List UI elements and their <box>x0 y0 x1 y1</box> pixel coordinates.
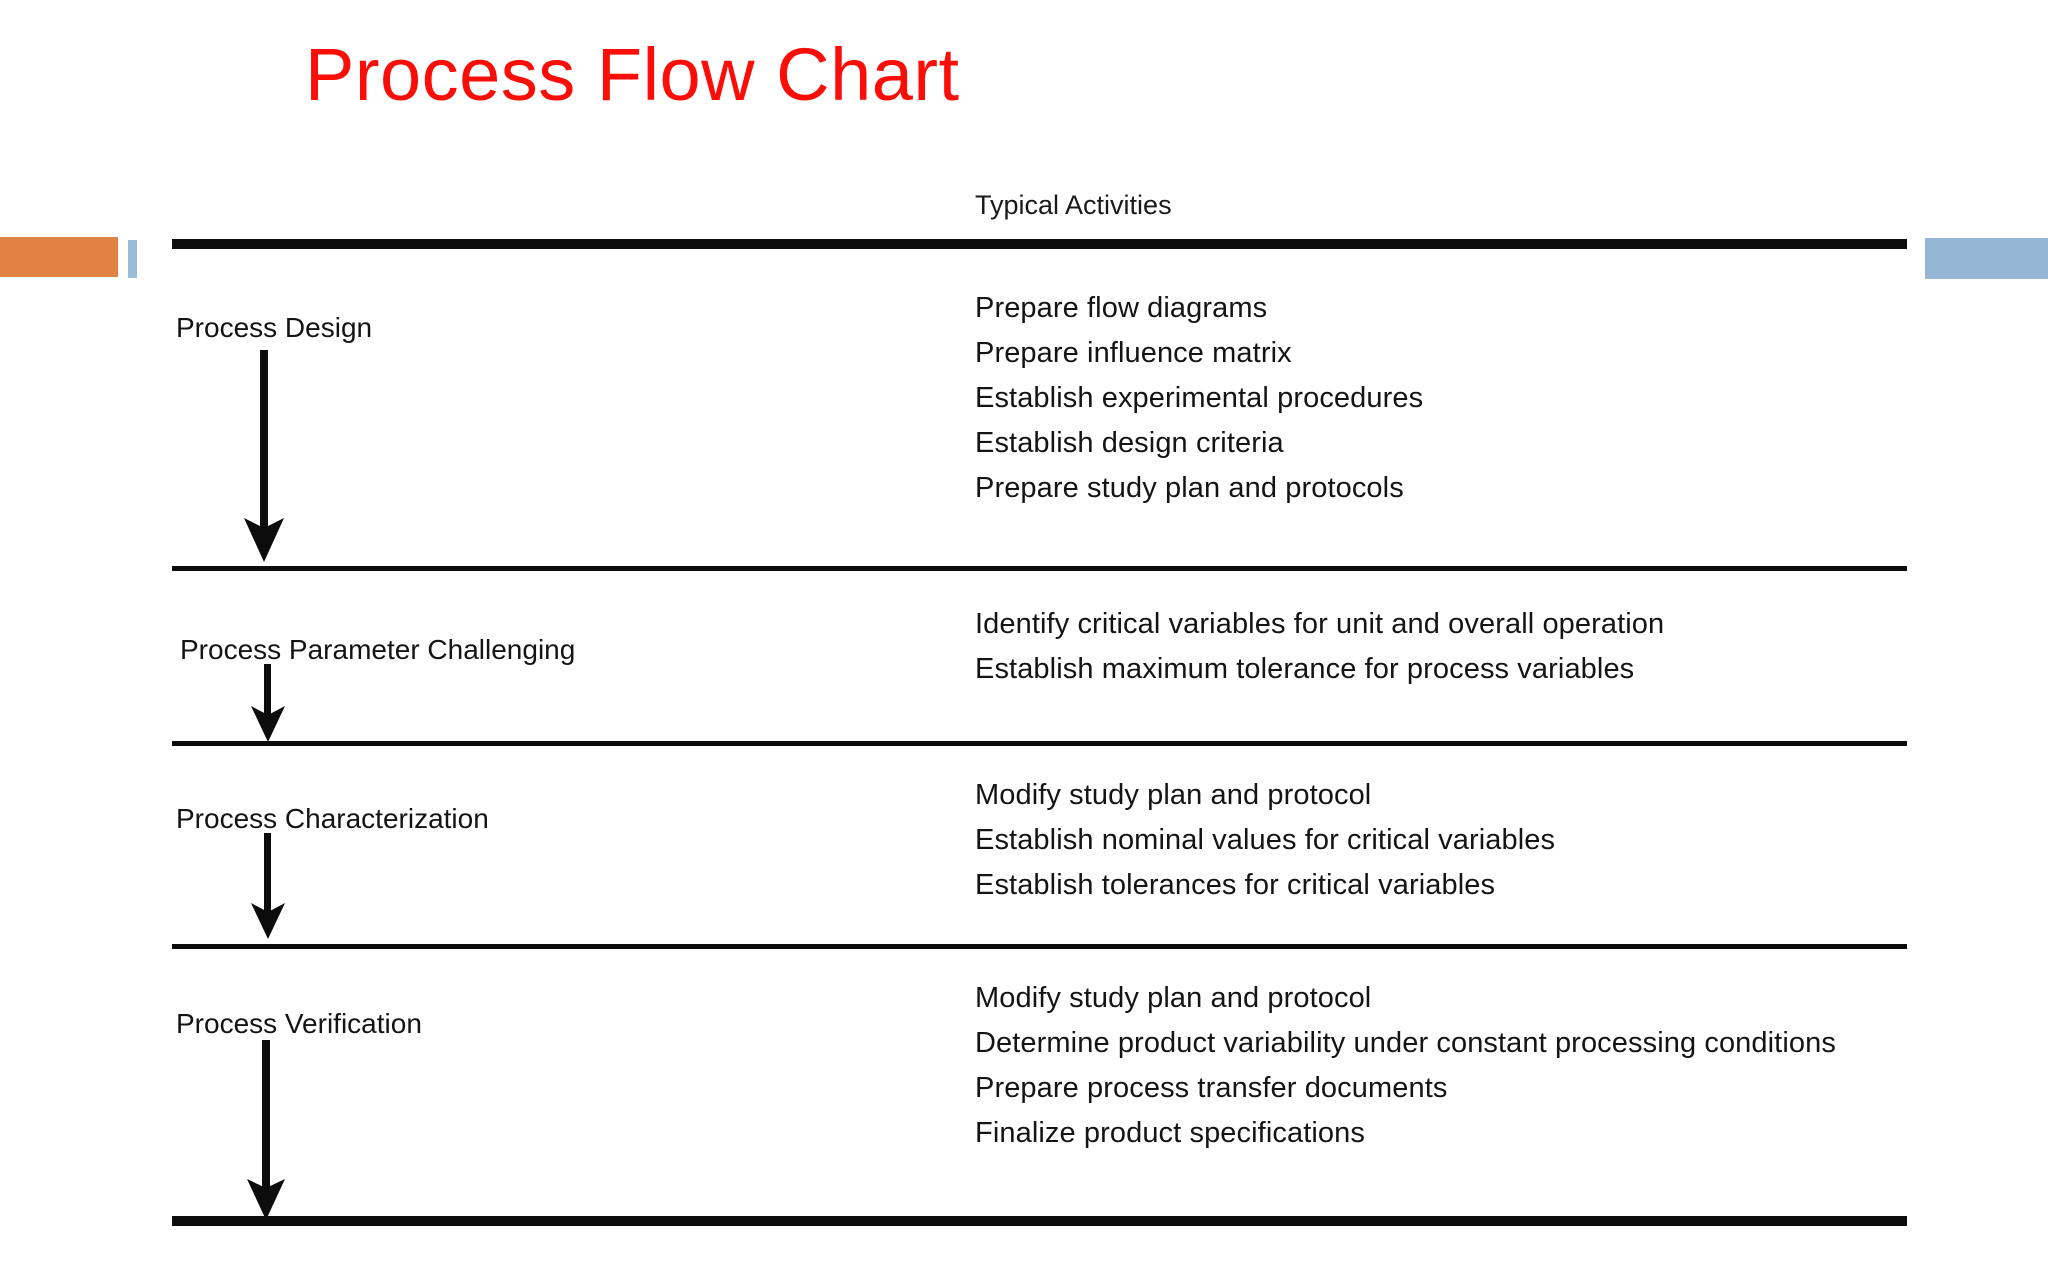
flow-arrow-down-2 <box>248 664 288 742</box>
activity-item: Determine product variability under cons… <box>975 1027 1836 1059</box>
divider-after-process-design <box>172 566 1907 571</box>
activity-item: Modify study plan and protocol <box>975 982 1372 1014</box>
activities-process-parameter-challenging: Identify critical variables for unit and… <box>975 608 1664 698</box>
activity-item: Prepare flow diagrams <box>975 292 1268 324</box>
divider-bottom <box>172 1216 1907 1226</box>
activities-process-design: Prepare flow diagrams Prepare influence … <box>975 292 1423 517</box>
stage-label-process-verification: Process Verification <box>176 1008 422 1039</box>
stage-label-process-characterization: Process Characterization <box>176 803 489 834</box>
page-title: Process Flow Chart <box>305 33 960 116</box>
flow-arrow-down-1 <box>240 350 288 562</box>
divider-after-process-parameter-challenging <box>172 741 1907 746</box>
activity-item: Establish maximum tolerance for process … <box>975 653 1635 685</box>
activity-item: Establish design criteria <box>975 427 1284 459</box>
accent-bar-blue-right <box>1925 238 2048 279</box>
activity-item: Prepare influence matrix <box>975 337 1292 369</box>
activity-item: Prepare process transfer documents <box>975 1072 1448 1104</box>
flow-arrow-down-4 <box>244 1040 288 1220</box>
accent-bar-orange-left <box>0 237 118 277</box>
activity-item: Prepare study plan and protocols <box>975 472 1404 504</box>
column-header-typical-activities: Typical Activities <box>975 190 1172 220</box>
activity-item: Establish tolerances for critical variab… <box>975 869 1496 901</box>
activity-item: Finalize product specifications <box>975 1117 1365 1149</box>
activity-item: Establish experimental procedures <box>975 382 1424 414</box>
divider-top <box>172 239 1907 249</box>
flow-arrow-down-3 <box>248 833 288 939</box>
activities-process-characterization: Modify study plan and protocol Establish… <box>975 779 1555 914</box>
divider-after-process-characterization <box>172 944 1907 949</box>
accent-bar-blue-left <box>128 240 137 278</box>
stage-label-process-parameter-challenging: Process Parameter Challenging <box>180 634 576 665</box>
activity-item: Modify study plan and protocol <box>975 779 1372 811</box>
activity-item: Identify critical variables for unit and… <box>975 608 1665 640</box>
activity-item: Establish nominal values for critical va… <box>975 824 1556 856</box>
activities-process-verification: Modify study plan and protocol Determine… <box>975 982 1836 1162</box>
stage-label-process-design: Process Design <box>176 312 373 343</box>
